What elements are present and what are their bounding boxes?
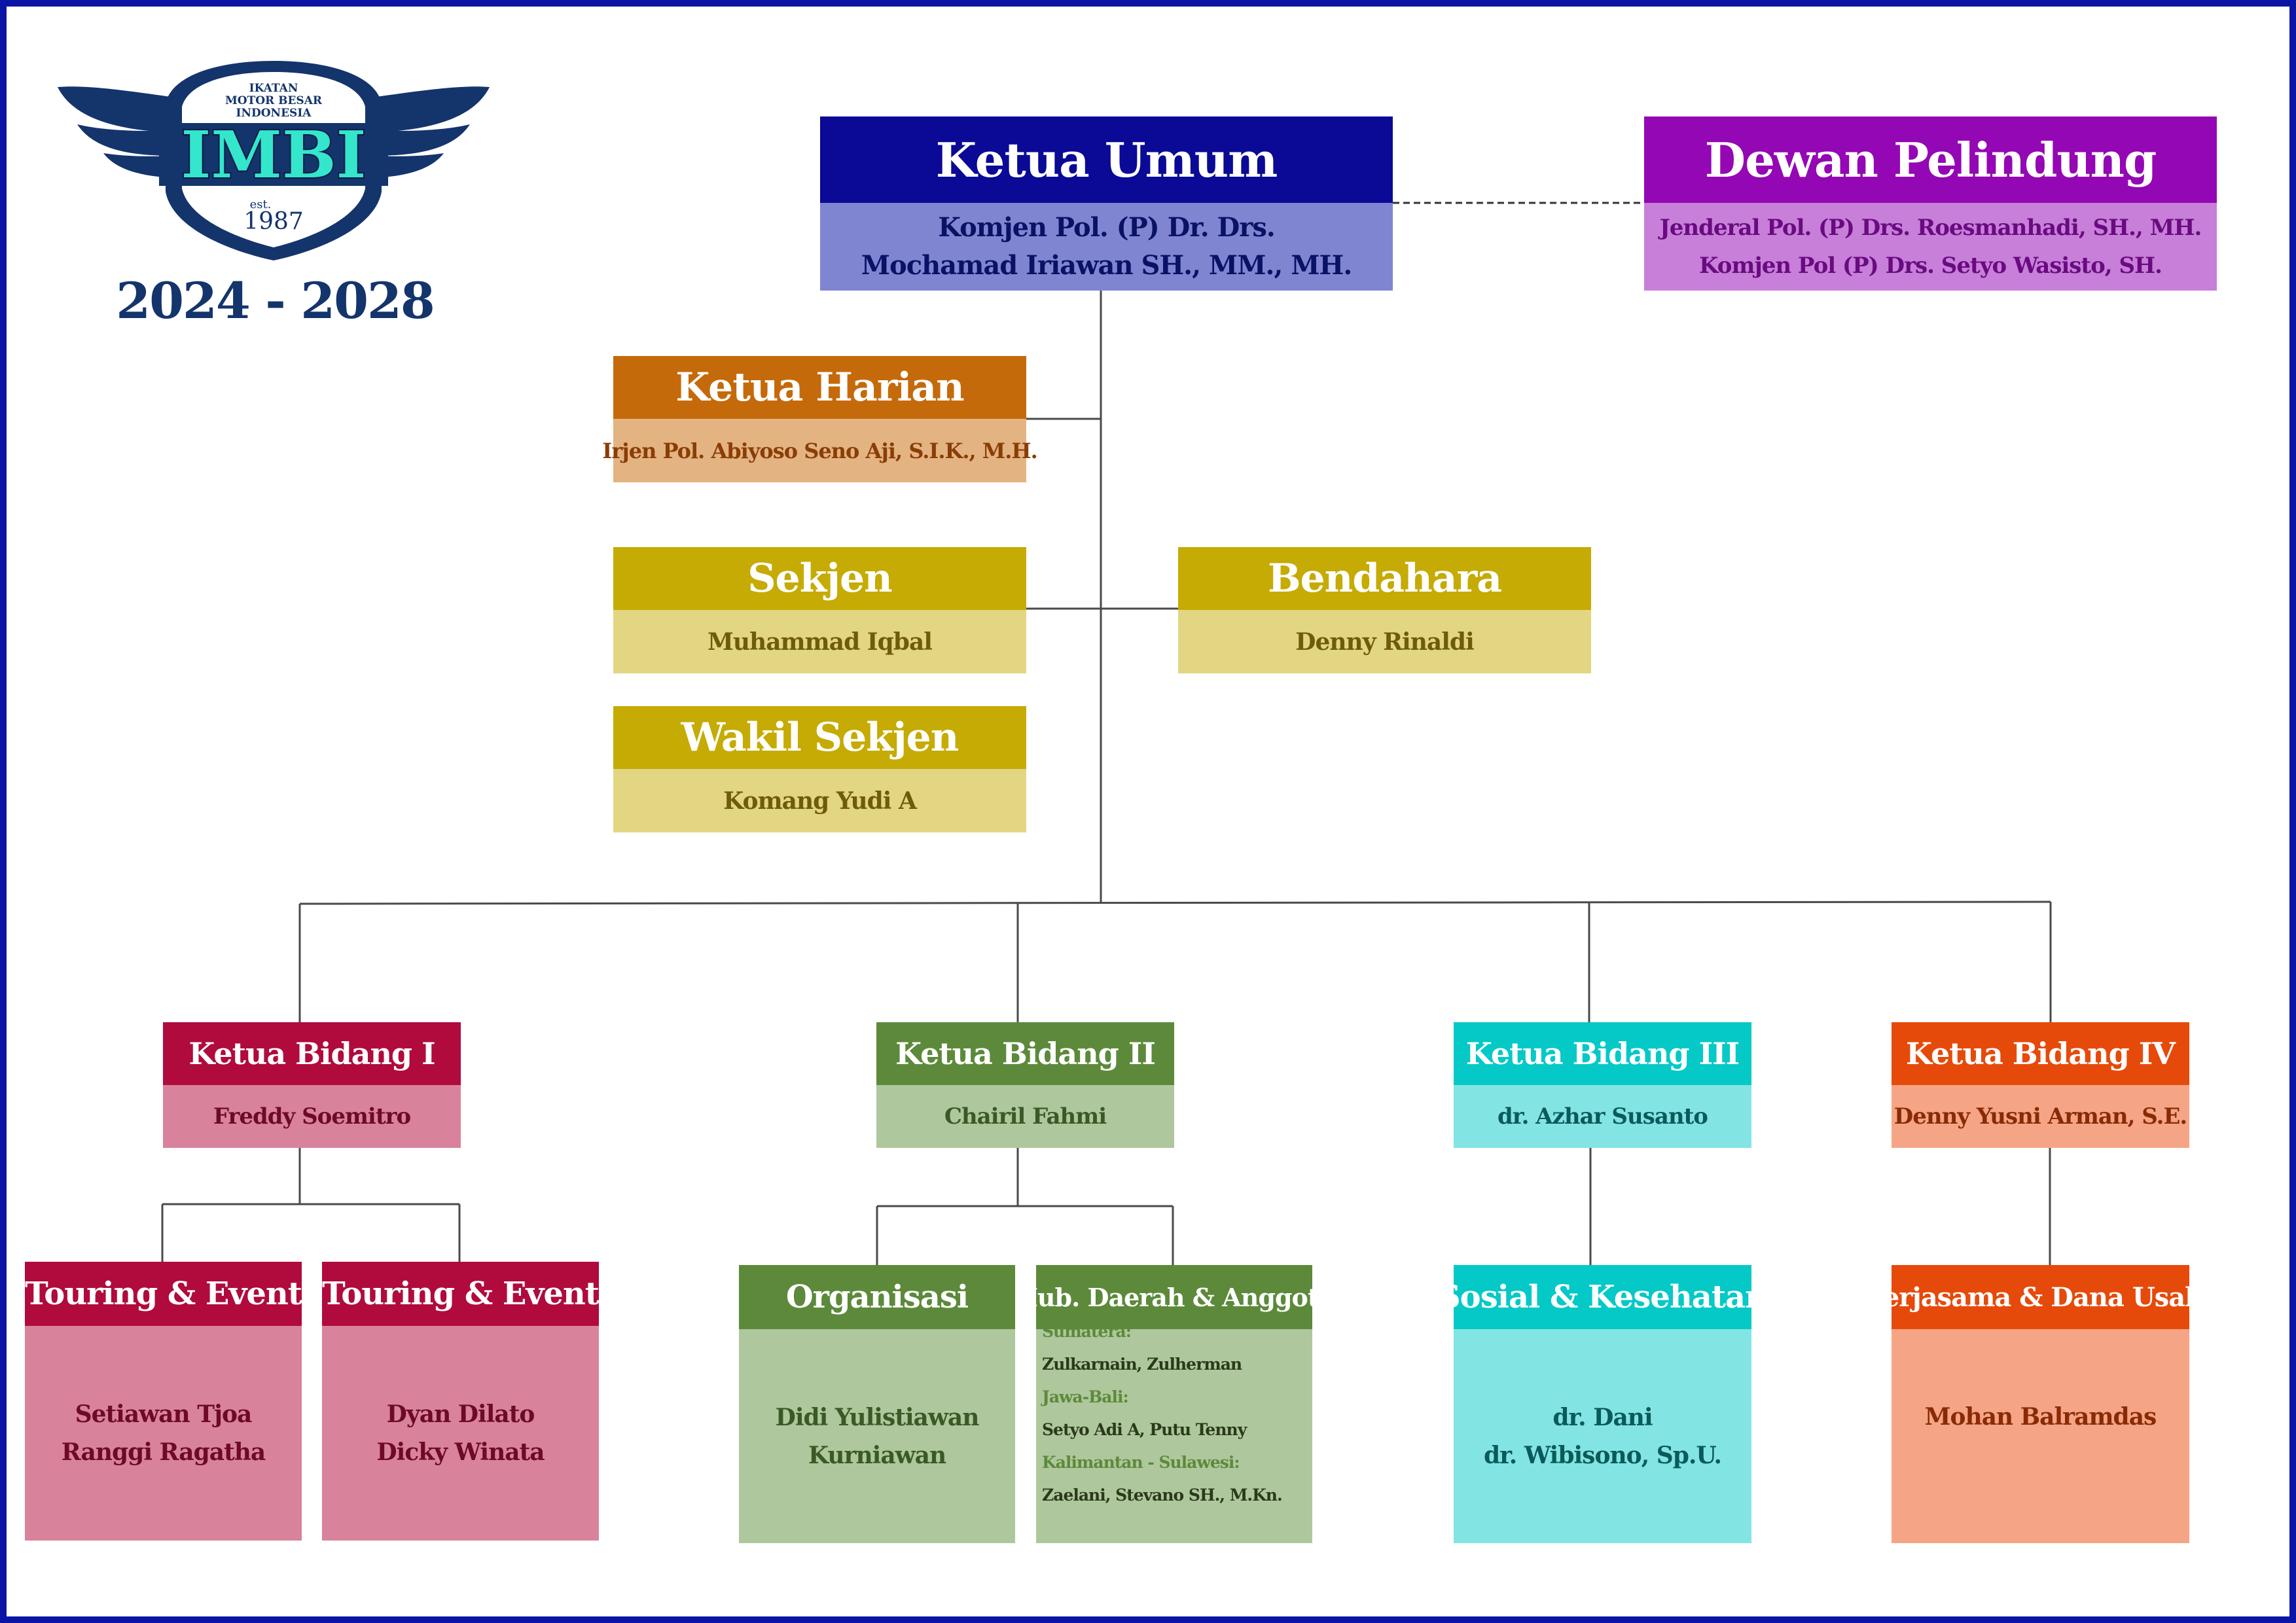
ketua-bidang-3-names: dr. Azhar Susanto xyxy=(1454,1085,1751,1148)
ketua-bidang-3-title: Ketua Bidang III xyxy=(1454,1022,1751,1085)
ketua-umum-name-1: Komjen Pol. (P) Dr. Drs. xyxy=(938,212,1276,243)
touring-event-2-name-2: Dicky Winata xyxy=(376,1438,545,1466)
logo-est-year: 1987 xyxy=(243,208,304,235)
ketua-bidang-1-title: Ketua Bidang I xyxy=(163,1022,461,1085)
hub-daerah-regions: Sumatera: Zulkarnain, Zulherman Jawa-Bal… xyxy=(1042,1315,1304,1512)
logo-top-text-2: MOTOR BESAR xyxy=(225,94,323,107)
ketua-bidang-4-title: Ketua Bidang IV xyxy=(1892,1022,2189,1085)
touring-event-1-box: Touring & Event Setiawan Tjoa Ranggi Rag… xyxy=(25,1262,302,1541)
connector-bidang-bus xyxy=(299,901,2051,905)
ketua-bidang-2-box: Ketua Bidang II Chairil Fahmi xyxy=(876,1022,1174,1148)
touring-event-2-title: Touring & Event xyxy=(322,1262,600,1326)
dewan-pelindung-title: Dewan Pelindung xyxy=(1644,116,2217,203)
ketua-harian-box: Ketua Harian Irjen Pol. Abiyoso Seno Aji… xyxy=(602,356,1038,482)
ketua-harian-title: Ketua Harian xyxy=(613,356,1026,419)
bendahara-box: Bendahara Denny Rinaldi xyxy=(1178,547,1591,673)
logo-text: IMBI xyxy=(181,118,367,193)
hub-region-label-1: Sumatera: xyxy=(1042,1322,1132,1341)
organisasi-names: Didi Yulistiawan Kurniawan xyxy=(739,1329,1015,1543)
logo-top-text-1: IKATAN xyxy=(249,82,298,95)
kerjasama-dana-usaha-names: Mohan Balramdas xyxy=(1892,1329,2189,1543)
kerjasama-dana-usaha-title: Kerjasama & Dana Usaha xyxy=(1861,1265,2220,1329)
sosial-kesehatan-names: dr. Dani dr. Wibisono, Sp.U. xyxy=(1454,1329,1751,1543)
dewan-pelindung-names: Jenderal Pol. (P) Drs. Roesmanhadi, SH.,… xyxy=(1644,203,2217,291)
bendahara-names: Denny Rinaldi xyxy=(1178,610,1591,673)
sosial-kesehatan-name-2: dr. Wibisono, Sp.U. xyxy=(1483,1441,1722,1469)
organisasi-name-2: Kurniawan xyxy=(808,1441,946,1469)
dewan-pelindung-name-1: Jenderal Pol. (P) Drs. Roesmanhadi, SH.,… xyxy=(1659,215,2202,241)
touring-event-2-names: Dyan Dilato Dicky Winata xyxy=(322,1326,599,1541)
wakil-sekjen-title: Wakil Sekjen xyxy=(613,706,1026,769)
ketua-umum-box: Ketua Umum Komjen Pol. (P) Dr. Drs. Moch… xyxy=(820,116,1393,291)
ketua-bidang-1-names: Freddy Soemitro xyxy=(163,1085,461,1148)
dewan-pelindung-box: Dewan Pelindung Jenderal Pol. (P) Drs. R… xyxy=(1644,116,2217,291)
bendahara-name-1: Denny Rinaldi xyxy=(1295,628,1475,656)
organisasi-name-1: Didi Yulistiawan xyxy=(775,1403,980,1431)
bendahara-title: Bendahara xyxy=(1178,547,1591,610)
wakil-sekjen-name-1: Komang Yudi A xyxy=(723,787,917,815)
logo-top-text-3: INDONESIA xyxy=(236,107,312,120)
ketua-bidang-3-box: Ketua Bidang III dr. Azhar Susanto xyxy=(1454,1022,1751,1148)
ketua-bidang-1-name-1: Freddy Soemitro xyxy=(213,1103,411,1130)
ketua-umum-title: Ketua Umum xyxy=(820,116,1393,203)
ketua-umum-name-2: Mochamad Iriawan SH., MM., MH. xyxy=(861,250,1352,281)
touring-event-1-name-1: Setiawan Tjoa xyxy=(75,1400,253,1428)
kerjasama-dana-usaha-name-1: Mohan Balramdas xyxy=(1924,1402,2157,1431)
hub-region-names-1: Zulkarnain, Zulherman xyxy=(1042,1355,1242,1374)
sekjen-names: Muhammad Iqbal xyxy=(613,610,1026,673)
hub-daerah-body xyxy=(1036,1329,1312,1543)
sekjen-name-1: Muhammad Iqbal xyxy=(708,628,933,656)
dewan-pelindung-name-2: Komjen Pol (P) Drs. Setyo Wasisto, SH. xyxy=(1698,253,2162,279)
ketua-harian-name-1: Irjen Pol. Abiyoso Seno Aji, S.I.K., M.H… xyxy=(602,438,1037,463)
period: 2024 - 2028 xyxy=(116,272,435,330)
ketua-bidang-4-name-1: Denny Yusni Arman, S.E. xyxy=(1893,1103,2187,1130)
ketua-harian-names: Irjen Pol. Abiyoso Seno Aji, S.I.K., M.H… xyxy=(602,419,1038,482)
ketua-bidang-4-names: Denny Yusni Arman, S.E. xyxy=(1892,1085,2189,1148)
ketua-bidang-2-name-1: Chairil Fahmi xyxy=(944,1103,1107,1130)
hub-region-names-2: Setyo Adi A, Putu Tenny xyxy=(1042,1420,1247,1439)
hub-region-label-3: Kalimantan - Sulawesi: xyxy=(1042,1453,1240,1472)
sosial-kesehatan-title: Sosial & Kesehatan xyxy=(1438,1265,1768,1329)
hub-region-names-3: Zaelani, Stevano SH., M.Kn. xyxy=(1042,1486,1283,1505)
touring-event-2-name-1: Dyan Dilato xyxy=(386,1400,535,1428)
imbi-logo: IKATAN MOTOR BESAR INDONESIA IMBI est. 1… xyxy=(58,61,490,260)
touring-event-1-title: Touring & Event xyxy=(25,1262,302,1326)
touring-event-1-names: Setiawan Tjoa Ranggi Ragatha xyxy=(25,1326,302,1541)
organisasi-title: Organisasi xyxy=(739,1265,1015,1329)
sekjen-title: Sekjen xyxy=(613,547,1026,610)
sekjen-box: Sekjen Muhammad Iqbal xyxy=(613,547,1026,673)
ketua-bidang-2-title: Ketua Bidang II xyxy=(876,1022,1174,1085)
sosial-kesehatan-name-1: dr. Dani xyxy=(1552,1403,1653,1431)
wakil-sekjen-names: Komang Yudi A xyxy=(613,769,1026,832)
kerjasama-dana-usaha-box: Kerjasama & Dana Usaha Mohan Balramdas xyxy=(1861,1265,2220,1543)
hub-region-label-2: Jawa-Bali: xyxy=(1042,1387,1129,1406)
touring-event-2-box: Touring & Event Dyan Dilato Dicky Winata xyxy=(322,1262,600,1541)
ketua-bidang-1-box: Ketua Bidang I Freddy Soemitro xyxy=(163,1022,461,1148)
hub-daerah-box: Hub. Daerah & Anggota xyxy=(1014,1265,1335,1543)
ketua-bidang-2-names: Chairil Fahmi xyxy=(876,1085,1174,1148)
ketua-bidang-3-name-1: dr. Azhar Susanto xyxy=(1498,1103,1708,1130)
logo-est-label: est. xyxy=(250,198,272,211)
sosial-kesehatan-box: Sosial & Kesehatan dr. Dani dr. Wibisono… xyxy=(1438,1265,1768,1543)
hub-daerah-title: Hub. Daerah & Anggota xyxy=(1014,1265,1335,1329)
wakil-sekjen-box: Wakil Sekjen Komang Yudi A xyxy=(613,706,1026,832)
ketua-bidang-4-box: Ketua Bidang IV Denny Yusni Arman, S.E. xyxy=(1892,1022,2189,1148)
ketua-umum-names: Komjen Pol. (P) Dr. Drs. Mochamad Iriawa… xyxy=(820,203,1393,291)
touring-event-1-name-2: Ranggi Ragatha xyxy=(61,1438,266,1466)
organisasi-box: Organisasi Didi Yulistiawan Kurniawan xyxy=(739,1265,1015,1543)
